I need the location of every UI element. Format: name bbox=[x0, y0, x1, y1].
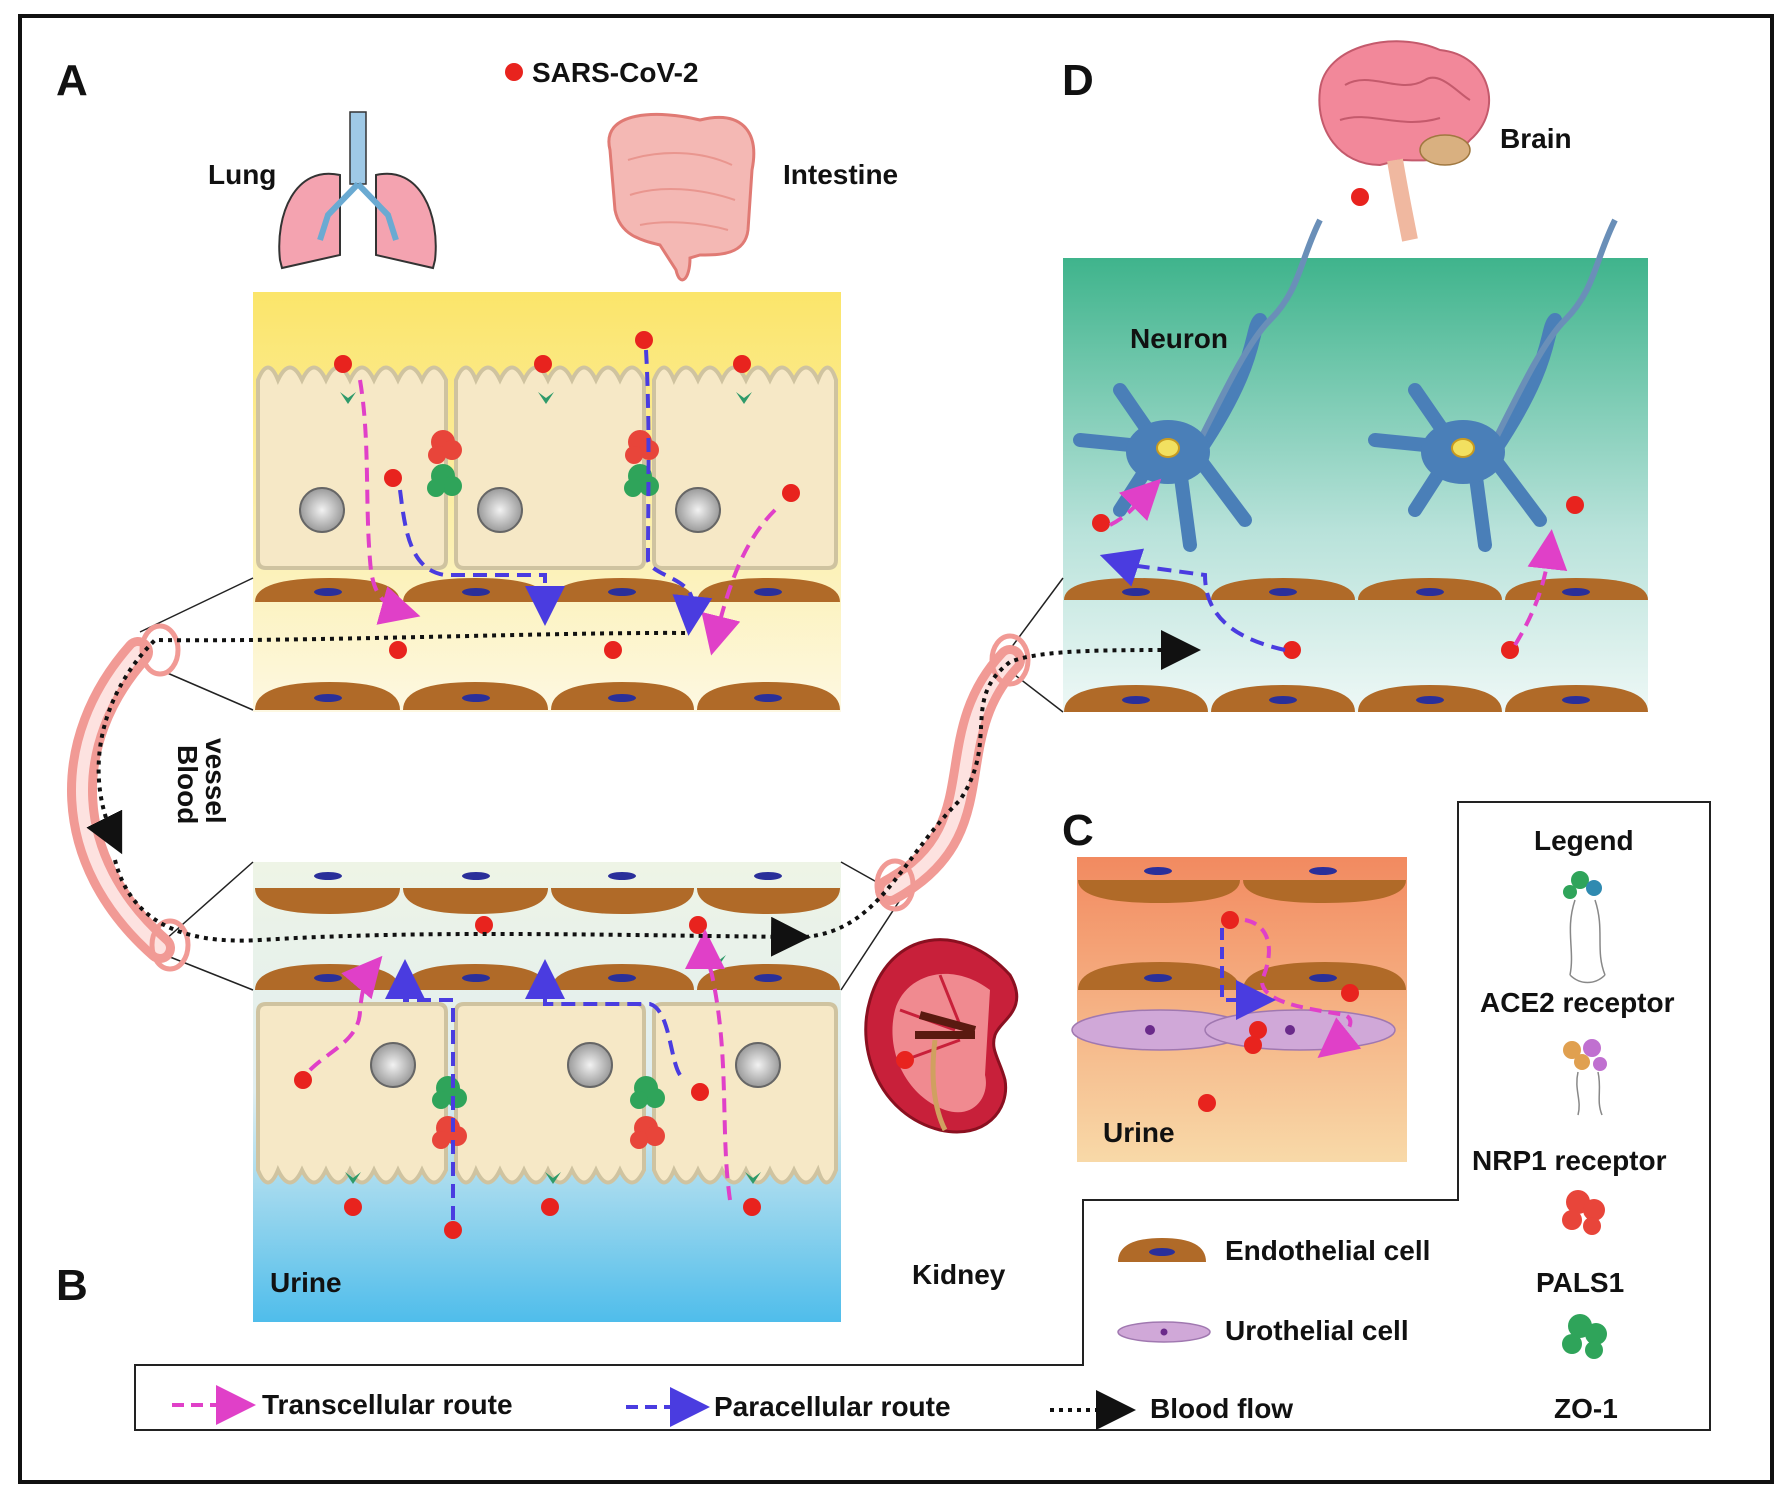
blood-vessel-left bbox=[67, 623, 191, 972]
zo1-icon bbox=[1562, 1314, 1607, 1359]
panel-b-routes bbox=[308, 929, 732, 1220]
panel-a-endothelial-row-bottom bbox=[255, 682, 840, 710]
outer-frame bbox=[18, 14, 1774, 1484]
legend-paracellular: Paracellular route bbox=[714, 1391, 951, 1422]
panel-d-routes bbox=[1099, 478, 1568, 652]
endothelial-cell-icon bbox=[1118, 1238, 1206, 1262]
legend-urothelial: Urothelial cell bbox=[1225, 1315, 1409, 1346]
pals1-icon bbox=[1562, 1190, 1605, 1235]
panel-b-urine-label: Urine bbox=[270, 1267, 342, 1298]
panel-label-a: A bbox=[56, 56, 88, 105]
panel-d-endothelial-row-bottom bbox=[1064, 685, 1648, 712]
intestine-icon bbox=[607, 112, 756, 282]
virus-key-icon bbox=[505, 63, 523, 81]
panel-label-b: B bbox=[56, 1261, 88, 1310]
legend-ace2: ACE2 receptor bbox=[1480, 987, 1675, 1018]
legend-title: Legend bbox=[1534, 825, 1634, 856]
neuron-label: Neuron bbox=[1130, 323, 1228, 354]
panel-c-cells bbox=[1071, 867, 1406, 1051]
urothelial-cell-icon bbox=[1117, 1321, 1211, 1343]
panel-c-routes bbox=[1220, 918, 1362, 1058]
organ-label-intestine: Intestine bbox=[783, 159, 898, 190]
panel-a-virus-particles bbox=[334, 331, 800, 659]
legend-blood-flow: Blood flow bbox=[1150, 1393, 1293, 1424]
panel-b-endothelial-row-top bbox=[255, 872, 840, 914]
kidney-icon bbox=[864, 938, 1019, 1134]
neuron-icon-right bbox=[1368, 218, 1618, 552]
panel-a-routes bbox=[358, 349, 777, 656]
virus-particle bbox=[1351, 188, 1369, 206]
legend-transcellular: Transcellular route bbox=[262, 1389, 513, 1420]
panel-a-endothelial-row-top bbox=[255, 578, 840, 602]
blood-vessel-right bbox=[874, 633, 1031, 912]
blood-flow-path bbox=[86, 630, 1201, 957]
vessel-label: vessel bbox=[200, 738, 231, 824]
panel-label-c: C bbox=[1062, 806, 1094, 855]
panel-a-epithelial-cells bbox=[256, 365, 838, 570]
legend-box bbox=[134, 801, 1711, 1431]
nrp1-receptor-icon bbox=[1563, 1039, 1607, 1116]
panel-d-virus-particles bbox=[1092, 496, 1584, 659]
legend-endothelial: Endothelial cell bbox=[1225, 1235, 1430, 1266]
panel-c-virus-particles bbox=[1198, 911, 1359, 1112]
panel-label-d: D bbox=[1062, 56, 1094, 105]
lung-icon bbox=[278, 111, 437, 270]
panel-c-urine-label: Urine bbox=[1103, 1117, 1175, 1148]
virus-key-label: SARS-CoV-2 bbox=[532, 57, 698, 88]
virus-particle bbox=[896, 1051, 914, 1069]
organ-label-kidney: Kidney bbox=[912, 1259, 1006, 1290]
legend-pals1: PALS1 bbox=[1536, 1267, 1624, 1298]
organ-label-lung: Lung bbox=[208, 159, 276, 190]
organ-label-brain: Brain bbox=[1500, 123, 1572, 154]
legend-zo1: ZO-1 bbox=[1554, 1393, 1618, 1424]
panel-b-epithelial-cells bbox=[256, 1002, 838, 1185]
blood-label: Blood bbox=[172, 745, 203, 824]
ace2-receptor-icon bbox=[1563, 871, 1606, 984]
legend-nrp1: NRP1 receptor bbox=[1472, 1145, 1667, 1176]
brain-icon bbox=[1318, 40, 1491, 242]
